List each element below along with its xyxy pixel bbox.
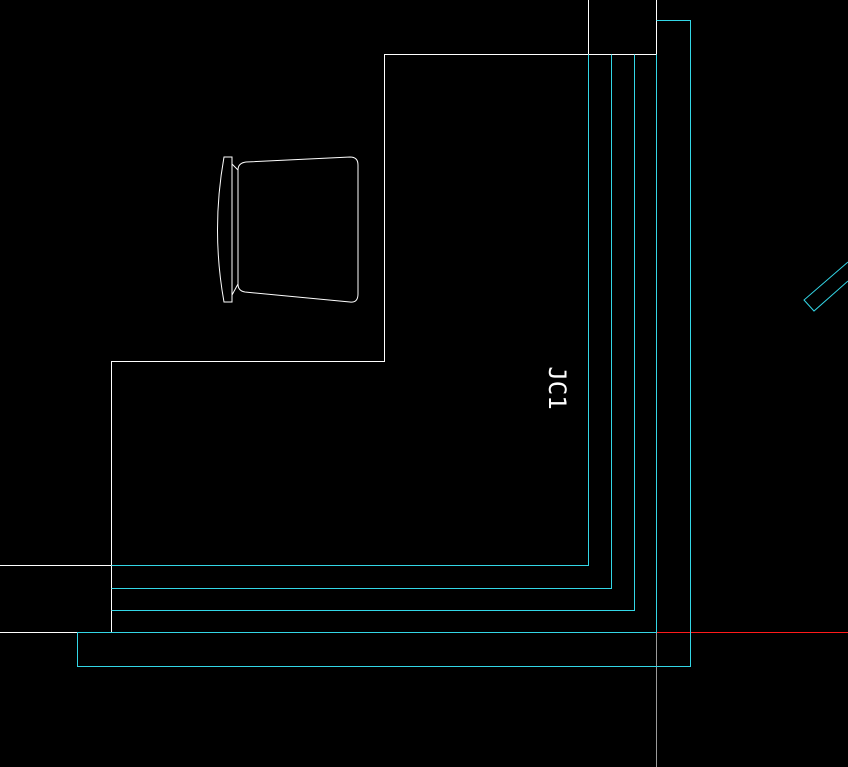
wall-top-segment[interactable]: [588, 0, 657, 55]
chair-icon[interactable]: [217, 156, 359, 303]
desk-outer-outline[interactable]: [0, 54, 589, 633]
partial-object-right[interactable]: [803, 261, 848, 312]
wall-outline[interactable]: [0, 0, 657, 633]
countertop-line-3[interactable]: [111, 54, 635, 611]
countertop-line-4[interactable]: [111, 54, 657, 633]
countertop-lines[interactable]: [77, 20, 691, 667]
crosshair-cursor: [656, 0, 848, 767]
chair-seat: [237, 156, 359, 303]
countertop-line-2[interactable]: [111, 54, 612, 589]
partial-object-outline: [803, 261, 848, 312]
countertop-outer-edge[interactable]: [77, 20, 691, 667]
countertop-line-1[interactable]: [111, 54, 589, 566]
block-label[interactable]: JC1: [543, 366, 571, 409]
chair-backrest: [217, 156, 233, 303]
chair-joint-top: [231, 163, 239, 171]
chair-joint-bottom: [231, 283, 239, 296]
